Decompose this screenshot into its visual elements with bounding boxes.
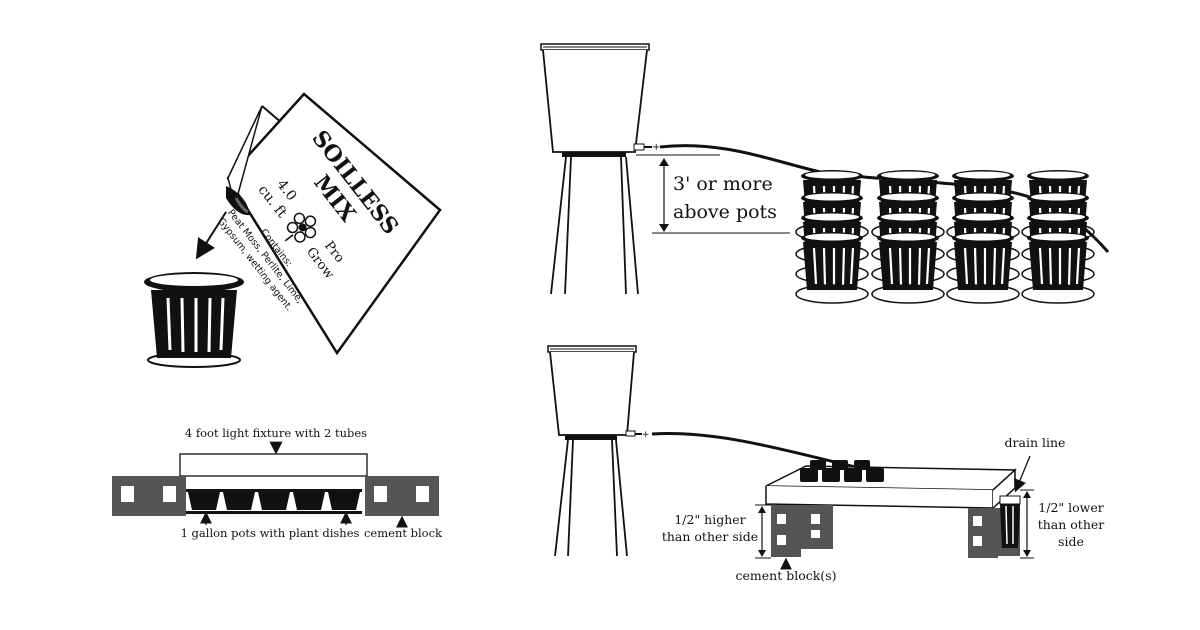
height-label-line1: 3' or more: [673, 173, 773, 195]
left-height-line2: than other side: [662, 529, 758, 544]
cement-blocks-left: [771, 505, 833, 557]
cement-blocks-label: cement block(s): [736, 568, 837, 583]
right-height-line1: 1/2" lower: [1038, 500, 1103, 515]
reservoir-stand-top: [550, 156, 639, 295]
receiving-pot: [144, 272, 244, 368]
pots-label: 1 gallon pots with plant dishes: [181, 526, 360, 540]
flower-icon: [284, 212, 317, 243]
tray-pots: [800, 460, 884, 482]
height-label-line2: above pots: [673, 201, 777, 223]
pour-arrow: [195, 211, 227, 260]
reservoir-stand-bottom: [554, 439, 628, 557]
bag-front: [226, 92, 442, 356]
valve-icon-bottom: +: [625, 430, 650, 440]
fixture-label: 4 foot light fixture with 2 tubes: [185, 426, 367, 440]
reservoir-bucket-bottom: [547, 345, 637, 440]
pot-grid-top: [794, 168, 1096, 305]
right-height-line2: than other: [1038, 517, 1105, 532]
tray-setup: +: [547, 345, 1105, 583]
svg-text:+: +: [642, 430, 650, 440]
soil-bag-illustration: SOILLESS MIX 4.0 cu. ft Pro Grow Contain…: [195, 92, 442, 356]
left-height-line1: 1/2" higher: [674, 512, 745, 527]
svg-text:+: +: [652, 142, 660, 153]
drain-bucket: [999, 495, 1021, 548]
reservoir-elevated-setup: + 3' or more above pots: [540, 43, 1110, 305]
light-fixture-diagram: 4 foot light fixture with 2 tubes 1 gall…: [112, 426, 443, 540]
light-fixture: [179, 453, 368, 477]
valve-icon: +: [633, 142, 660, 153]
pot-row: [186, 489, 362, 514]
drain-line-label: drain line: [1005, 435, 1066, 450]
block-label: cement block: [364, 526, 443, 540]
right-height-line3: side: [1058, 534, 1084, 549]
reservoir-bucket-top: [540, 43, 650, 157]
